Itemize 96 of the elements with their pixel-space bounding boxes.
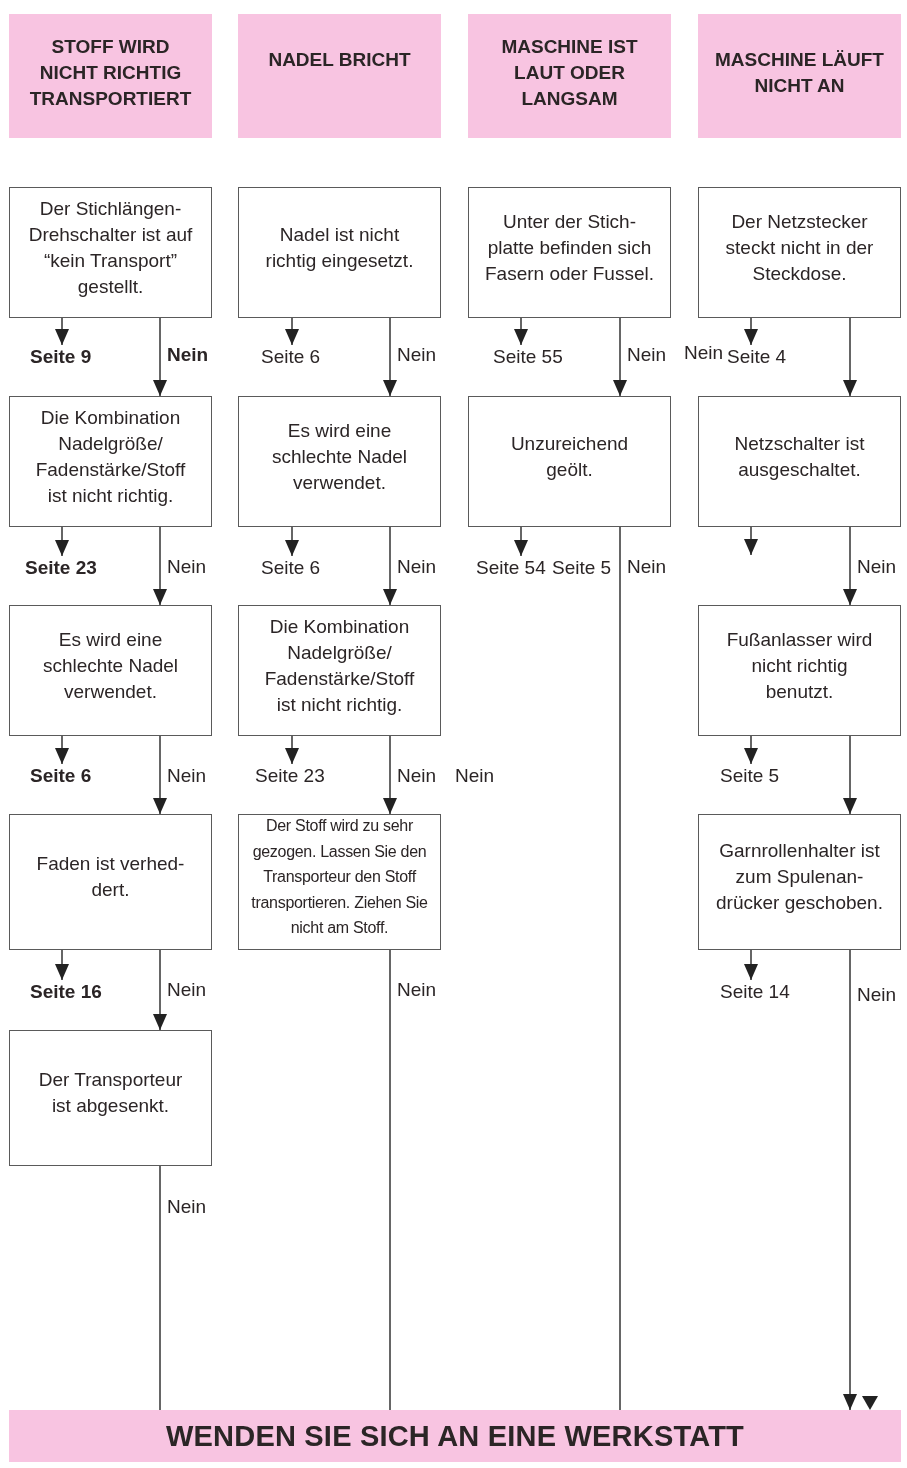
arrow	[383, 735, 397, 815]
page-reference: Seite 23	[25, 556, 97, 580]
arrow	[613, 317, 627, 397]
arrow	[843, 735, 857, 815]
arrow	[55, 526, 69, 557]
header-text: MASCHINE IST LAUT ODER LANGSAM	[500, 35, 639, 111]
step-text: Die Kombination Nadelgröße/ Fadenstärke/Stoff ist nicht richtig.	[263, 614, 416, 717]
arrow	[285, 735, 299, 765]
connector-line	[389, 949, 391, 1411]
page-reference: Seite 16	[30, 980, 102, 1004]
arrow	[153, 526, 167, 606]
arrow	[744, 735, 758, 765]
connector-line	[159, 1165, 161, 1411]
edge-label: Nein	[397, 343, 437, 367]
step-text: Fußanlasser wird nicht richtig benutzt.	[725, 627, 874, 704]
header-text: MASCHINE LÄUFT NICHT AN	[714, 48, 885, 98]
edge-label: Nein	[397, 978, 437, 1002]
edge-label: Nein	[167, 555, 207, 579]
process-box	[9, 187, 212, 318]
edge-label: Nein	[397, 555, 437, 579]
banner-text: WENDEN SIE SICH AN EINE WERKSTATT	[166, 1419, 744, 1453]
edge-label: Nein	[167, 1195, 207, 1219]
arrow	[383, 317, 397, 397]
process-box	[698, 605, 901, 736]
step-text: Garnrollenhalter ist zum Spulenan- drücker geschoben.	[715, 839, 884, 915]
page-reference: Seite 5	[552, 556, 612, 580]
step-text: Unter der Stich- platte befinden sich Fasern oder Fussel.	[484, 209, 655, 286]
page-reference: Seite 55	[493, 345, 563, 369]
arrow	[153, 317, 167, 397]
step-text: Unzureichend geölt.	[509, 431, 630, 482]
arrow	[514, 526, 528, 557]
process-box	[238, 187, 441, 318]
process-box	[9, 1030, 212, 1166]
connector-line	[619, 526, 621, 1411]
page-reference: Seite 54	[476, 556, 546, 580]
page-reference: Seite 6	[261, 556, 321, 580]
arrow	[153, 949, 167, 1031]
process-box	[9, 814, 212, 950]
page-reference: Seite 14	[720, 980, 790, 1004]
edge-label: Nein	[857, 555, 897, 579]
process-box	[238, 605, 441, 736]
category-header	[238, 14, 441, 138]
step-text: Der Stoff wird zu sehr gezogen. Lassen Sie den Transporteur den Stoff transportieren. Ziehen Sie nicht am Stoff.	[250, 816, 429, 939]
arrow	[843, 949, 857, 1411]
category-header	[468, 14, 671, 138]
arrow	[744, 317, 758, 346]
edge-label: Nein	[627, 343, 667, 367]
step-text: Der Stichlängen- Drehschalter ist auf “kein Transport” gestellt.	[28, 196, 193, 299]
step-text: Der Netzstecker steckt nicht in der Steckdose.	[724, 209, 875, 286]
arrow	[383, 526, 397, 606]
edge-label: Nein	[397, 764, 437, 788]
step-text: Es wird eine schlechte Nadel verwendet.	[270, 418, 409, 495]
page-reference: Seite 4	[727, 345, 787, 369]
arrow	[55, 735, 69, 765]
page-reference: Seite 5	[720, 764, 780, 788]
header-text: STOFF WIRD NICHT RICHTIG TRANSPORTIERT	[28, 35, 193, 111]
arrow	[55, 949, 69, 981]
arrow	[285, 317, 299, 346]
step-text: Nadel ist nicht richtig eingesetzt.	[264, 222, 415, 273]
page-reference: Seite 6	[30, 764, 92, 788]
header-text: NADEL BRICHT	[268, 48, 411, 72]
action-banner	[9, 1410, 901, 1462]
arrow	[285, 526, 299, 557]
step-text: Netzschalter ist ausgeschaltet.	[733, 431, 866, 482]
category-header	[698, 14, 901, 138]
category-header	[9, 14, 212, 138]
arrow	[744, 526, 758, 556]
answer-label: Nein	[455, 764, 495, 788]
step-text: Faden ist verhed- dert.	[35, 852, 186, 902]
edge-label: Nein	[167, 978, 207, 1002]
arrow	[514, 317, 528, 346]
step-text: Es wird eine schlechte Nadel verwendet.	[41, 627, 180, 704]
process-box	[698, 396, 901, 527]
page-reference: Seite 6	[261, 345, 321, 369]
step-text: Der Transporteur ist abgesenkt.	[37, 1068, 184, 1118]
arrow	[744, 949, 758, 981]
arrow	[55, 317, 69, 346]
answer-label: Nein	[684, 341, 724, 365]
process-box	[468, 187, 671, 318]
process-box	[698, 187, 901, 318]
edge-label: Nein	[627, 555, 667, 579]
process-box	[238, 396, 441, 527]
edge-label: Nein	[857, 983, 897, 1007]
arrow	[843, 317, 857, 397]
arrow	[153, 735, 167, 815]
step-text: Die Kombination Nadelgröße/ Fadenstärke/Stoff ist nicht richtig.	[34, 405, 187, 508]
process-box	[9, 396, 212, 527]
process-box	[698, 814, 901, 950]
edge-label: Nein	[167, 343, 209, 367]
page-reference: Seite 23	[255, 764, 325, 788]
arrow	[843, 526, 857, 606]
process-box	[468, 396, 671, 527]
process-box	[238, 814, 441, 950]
page-reference: Seite 9	[30, 345, 92, 369]
process-box	[9, 605, 212, 736]
edge-label: Nein	[167, 764, 207, 788]
